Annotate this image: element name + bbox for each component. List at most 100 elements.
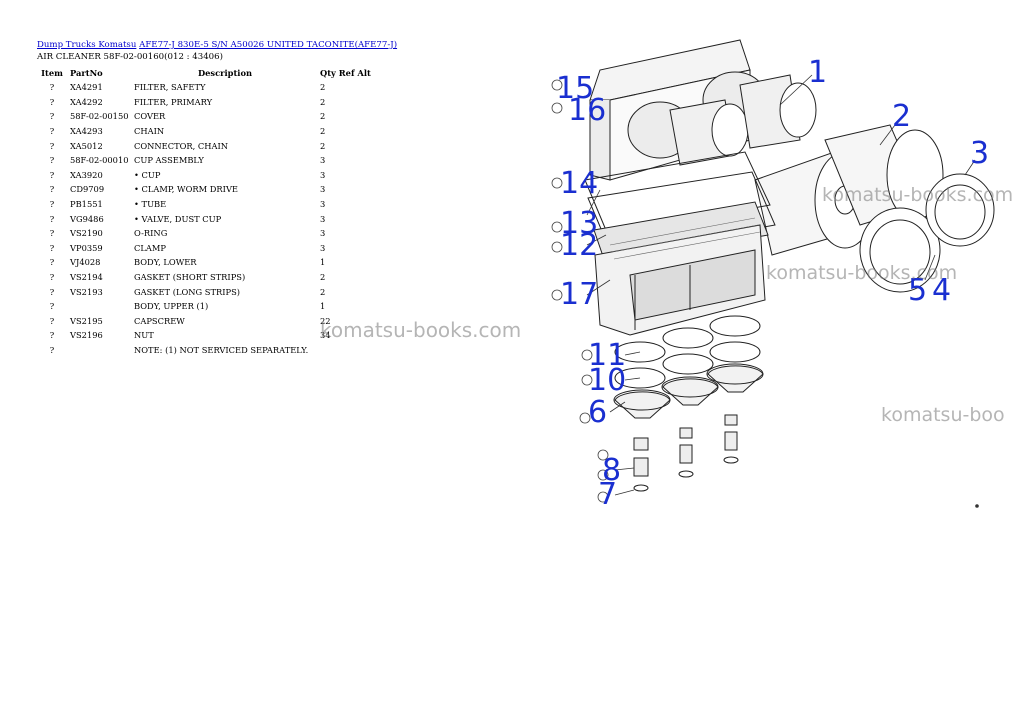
- table-row: ? NOTE: (1) NOT SERVICED SEPARATELY.: [36, 343, 392, 358]
- cell-qty: 3: [320, 199, 326, 210]
- cell-qty: [318, 343, 392, 358]
- cell-partno: PB1551: [70, 199, 103, 210]
- cell-partno: [68, 343, 132, 358]
- cell-partno: VS2196: [70, 330, 103, 341]
- callout-8: 8: [602, 453, 621, 488]
- cell-partno: 58F-02-00150: [70, 111, 129, 122]
- column-header-item: Item: [41, 68, 63, 78]
- cell-description: COVER: [134, 111, 166, 122]
- cell-item: ?: [49, 344, 55, 355]
- callout-13: 13: [560, 206, 598, 241]
- cell-item: ?: [49, 140, 55, 151]
- cell-item: ?: [49, 272, 55, 283]
- callout-14: 14: [560, 166, 598, 201]
- cell-qty: 3: [320, 228, 326, 239]
- callout-15: 15: [556, 71, 594, 106]
- callout-17: 17: [560, 277, 598, 312]
- cell-partno: 58F-02-00010: [70, 155, 129, 166]
- table-row: ? VS2190 O-RING 3: [36, 226, 392, 241]
- cell-partno: VS2194: [70, 272, 103, 283]
- cell-qty: 2: [320, 96, 326, 107]
- cell-partno: XA3920: [70, 169, 103, 180]
- callout-10: 10: [588, 363, 626, 398]
- column-header-qty: Qty Ref Alt: [320, 68, 371, 78]
- cell-partno: VP0359: [70, 242, 103, 253]
- cell-item: ?: [49, 257, 55, 268]
- cell-qty: 2: [320, 140, 326, 151]
- exploded-parts-diagram: 15 16 1 2 3 14 13 12 17 5 4 11 10 6 8 7: [551, 39, 995, 512]
- cell-partno: XA4292: [70, 96, 103, 107]
- cell-partno: VS2190: [70, 228, 103, 239]
- cell-description: NOTE: (1) NOT SERVICED SEPARATELY.: [134, 344, 309, 355]
- callout-labels: 15 16 1 2 3 14 13 12 17 5 4 11 10 6 8 7: [556, 55, 989, 512]
- column-header-description: Description: [197, 68, 253, 78]
- cell-description: GASKET (LONG STRIPS): [134, 286, 241, 297]
- cell-item: ?: [49, 169, 55, 180]
- callout-11: 11: [588, 338, 626, 373]
- cell-qty: 3: [320, 169, 326, 180]
- table-row: ? 58F-02-00150 COVER 2: [36, 109, 392, 124]
- cell-item: ?: [49, 213, 55, 224]
- table-row: ? XA3920 • CUP 3: [36, 168, 392, 183]
- callout-6: 6: [588, 395, 607, 430]
- breadcrumb: Dump Trucks Komatsu AFE77-J 830E-5 S/N A…: [37, 40, 397, 50]
- callout-4: 4: [932, 273, 951, 308]
- cell-partno: XA4293: [70, 126, 103, 137]
- cell-item: ?: [49, 315, 55, 326]
- cell-item: ?: [49, 242, 55, 253]
- cell-item: ?: [49, 286, 55, 297]
- cell-partno: XA5012: [70, 140, 103, 151]
- cell-description: BODY, UPPER (1): [134, 301, 209, 312]
- cell-description: BODY, LOWER: [134, 257, 197, 268]
- breadcrumb-link-category[interactable]: Dump Trucks Komatsu: [37, 40, 137, 50]
- cell-partno: VG9486: [70, 213, 104, 224]
- cell-description: CLAMP: [134, 242, 166, 253]
- cell-description: CAPSCREW: [134, 315, 185, 326]
- cell-description: • CLAMP, WORM DRIVE: [134, 184, 238, 195]
- cell-partno: VS2193: [70, 286, 103, 297]
- table-row: ? VS2196 NUT 34: [36, 328, 392, 343]
- cell-item: ?: [49, 228, 55, 239]
- cell-description: • CUP: [134, 169, 161, 180]
- cell-description: GASKET (SHORT STRIPS): [134, 272, 246, 283]
- breadcrumb-link-model[interactable]: AFE77-J 830E-5 S/N A50026 UNITED TACONIT…: [139, 40, 398, 50]
- cell-description: O-RING: [134, 228, 168, 239]
- cell-qty: 3: [320, 155, 326, 166]
- callout-7: 7: [598, 477, 617, 512]
- cell-item: ?: [49, 330, 55, 341]
- callout-5: 5: [908, 273, 927, 308]
- cell-qty: 34: [320, 330, 331, 341]
- callout-1: 1: [808, 55, 827, 90]
- cell-partno: [68, 299, 132, 314]
- cell-qty: 3: [320, 242, 326, 253]
- cell-item: ?: [49, 82, 55, 93]
- column-header-partno: PartNo: [70, 68, 103, 78]
- cell-item: ?: [49, 126, 55, 137]
- cell-qty: 22: [320, 315, 331, 326]
- cell-partno: XA4291: [70, 82, 103, 93]
- cell-description: CUP ASSEMBLY: [134, 155, 204, 166]
- table-row: ? VP0359 CLAMP 3: [36, 241, 392, 256]
- callout-2: 2: [892, 99, 911, 134]
- cell-item: ?: [49, 111, 55, 122]
- cell-qty: 3: [320, 213, 326, 224]
- parts-table: Item PartNo Description Qty Ref Alt ?XA4…: [36, 66, 392, 357]
- callout-3: 3: [970, 136, 989, 171]
- cell-item: ?: [49, 184, 55, 195]
- cell-partno: VS2195: [70, 315, 103, 326]
- cell-description: NUT: [134, 330, 154, 341]
- cell-qty: 2: [320, 111, 326, 122]
- table-row: ?BODY, UPPER (1)1: [36, 299, 392, 314]
- cell-description: • TUBE: [134, 199, 167, 210]
- cell-qty: 1: [320, 257, 326, 268]
